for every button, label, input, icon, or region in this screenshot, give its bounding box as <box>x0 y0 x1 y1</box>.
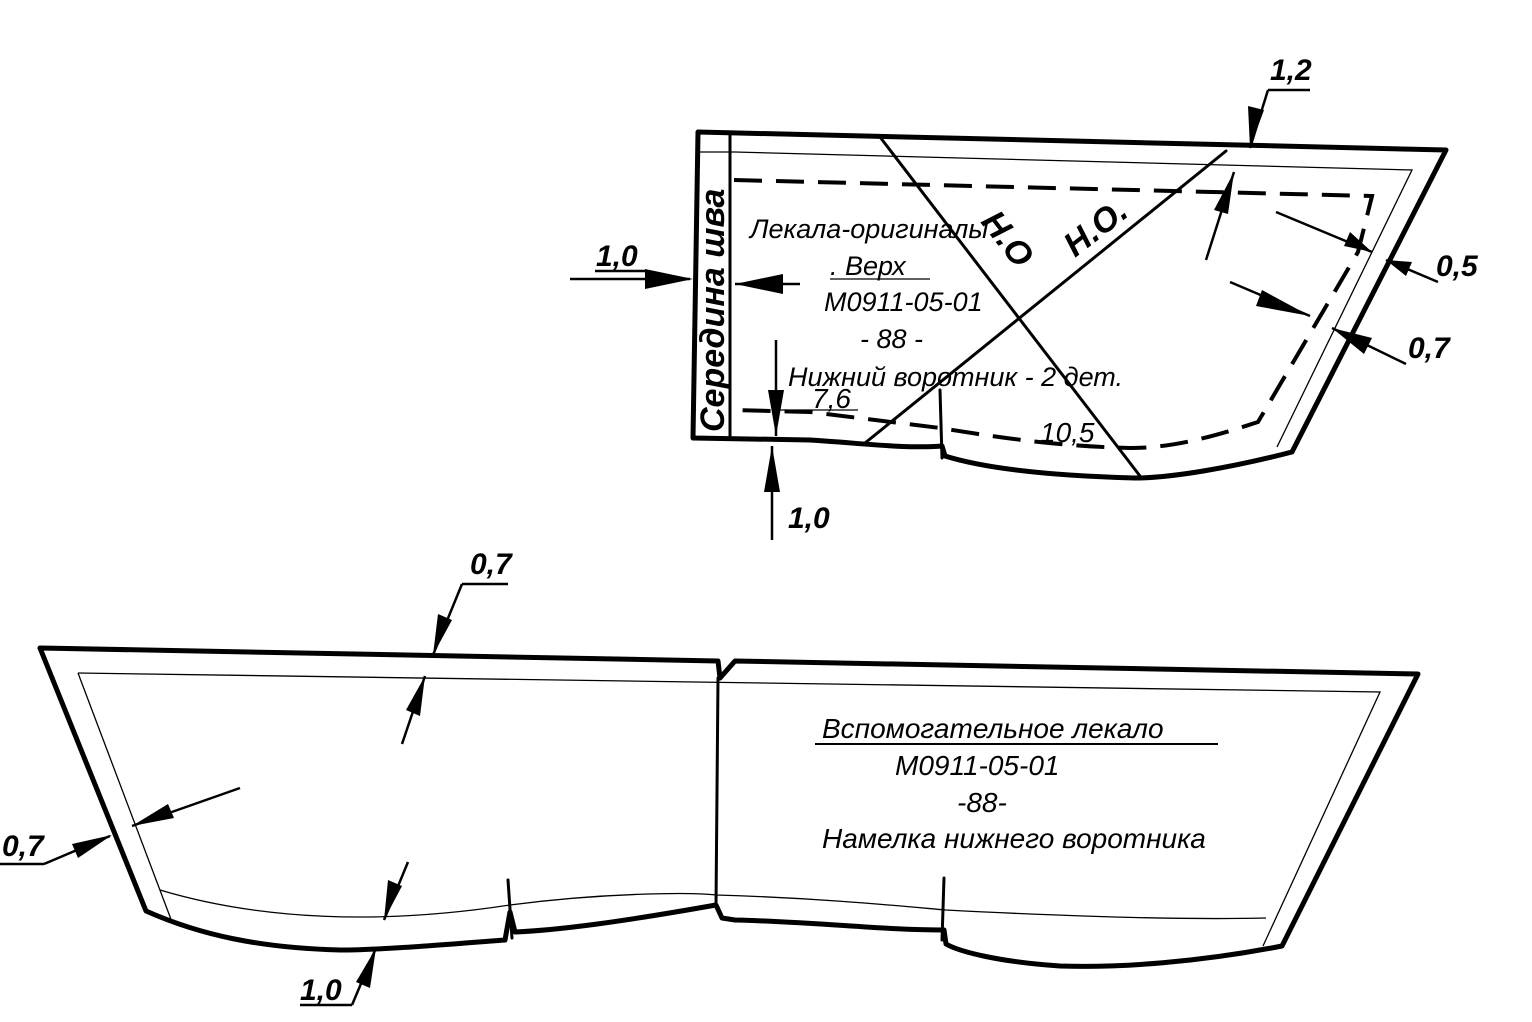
svg-text:1,0: 1,0 <box>788 502 830 535</box>
inner-contour <box>734 151 1414 448</box>
svg-text:0,7: 0,7 <box>2 830 45 863</box>
stitch-line <box>733 178 1375 451</box>
dim-right-upper: 0,5 <box>1275 210 1479 284</box>
grain-line-1 <box>878 135 1142 478</box>
svg-text:0,7: 0,7 <box>470 548 513 581</box>
dim-inner-length: 10,5 <box>1040 417 1095 448</box>
notch <box>938 388 944 460</box>
svg-text:0,5: 0,5 <box>1436 250 1479 283</box>
top-title: Лекала-оригиналы <box>748 214 988 244</box>
dim-bottom: 1,0 <box>764 340 830 540</box>
collar-pattern-top: Середина шва Н.О. Н.О Лекала-оригиналы .… <box>570 54 1479 540</box>
svg-text:1,0: 1,0 <box>300 974 342 1007</box>
top-section: . Верх <box>830 251 907 281</box>
grain-label-1: Н.О. <box>1057 191 1135 264</box>
aux-dim-left: 0,7 <box>0 786 241 866</box>
aux-center-line <box>714 676 720 907</box>
dim-top-right: 1,2 <box>1204 54 1312 261</box>
dim-right-lower: 0,7 <box>1229 280 1451 366</box>
dim-inner-width: 7,6 <box>812 383 851 414</box>
top-piece: Нижний воротник - 2 дет. <box>788 362 1123 392</box>
auxiliary-pattern: Вспомогательное лекало М0911-05-01 -88- … <box>0 548 1421 1007</box>
aux-outer-contour <box>37 645 1421 969</box>
top-code: М0911-05-01 <box>824 287 983 317</box>
aux-notch-right <box>940 876 946 942</box>
aux-dim-top: 0,7 <box>400 548 513 745</box>
aux-code: М0911-05-01 <box>895 750 1059 781</box>
outer-contour <box>690 129 1449 481</box>
dim-left: 1,0 <box>570 240 800 294</box>
svg-text:1,0: 1,0 <box>596 240 638 273</box>
svg-text:1,2: 1,2 <box>1270 54 1312 87</box>
top-size: - 88 - <box>860 324 923 354</box>
aux-dim-bottom: 1,0 <box>300 861 410 1007</box>
svg-text:0,7: 0,7 <box>1408 332 1451 365</box>
aux-title: Вспомогательное лекало <box>822 713 1164 744</box>
aux-inner-contour <box>77 672 1382 947</box>
fold-label: Середина шва <box>694 189 732 432</box>
grain-line-2 <box>863 149 1228 445</box>
aux-notch-left <box>506 878 514 940</box>
aux-size: -88- <box>957 787 1007 818</box>
aux-piece: Намелка нижнего воротника <box>822 823 1206 854</box>
